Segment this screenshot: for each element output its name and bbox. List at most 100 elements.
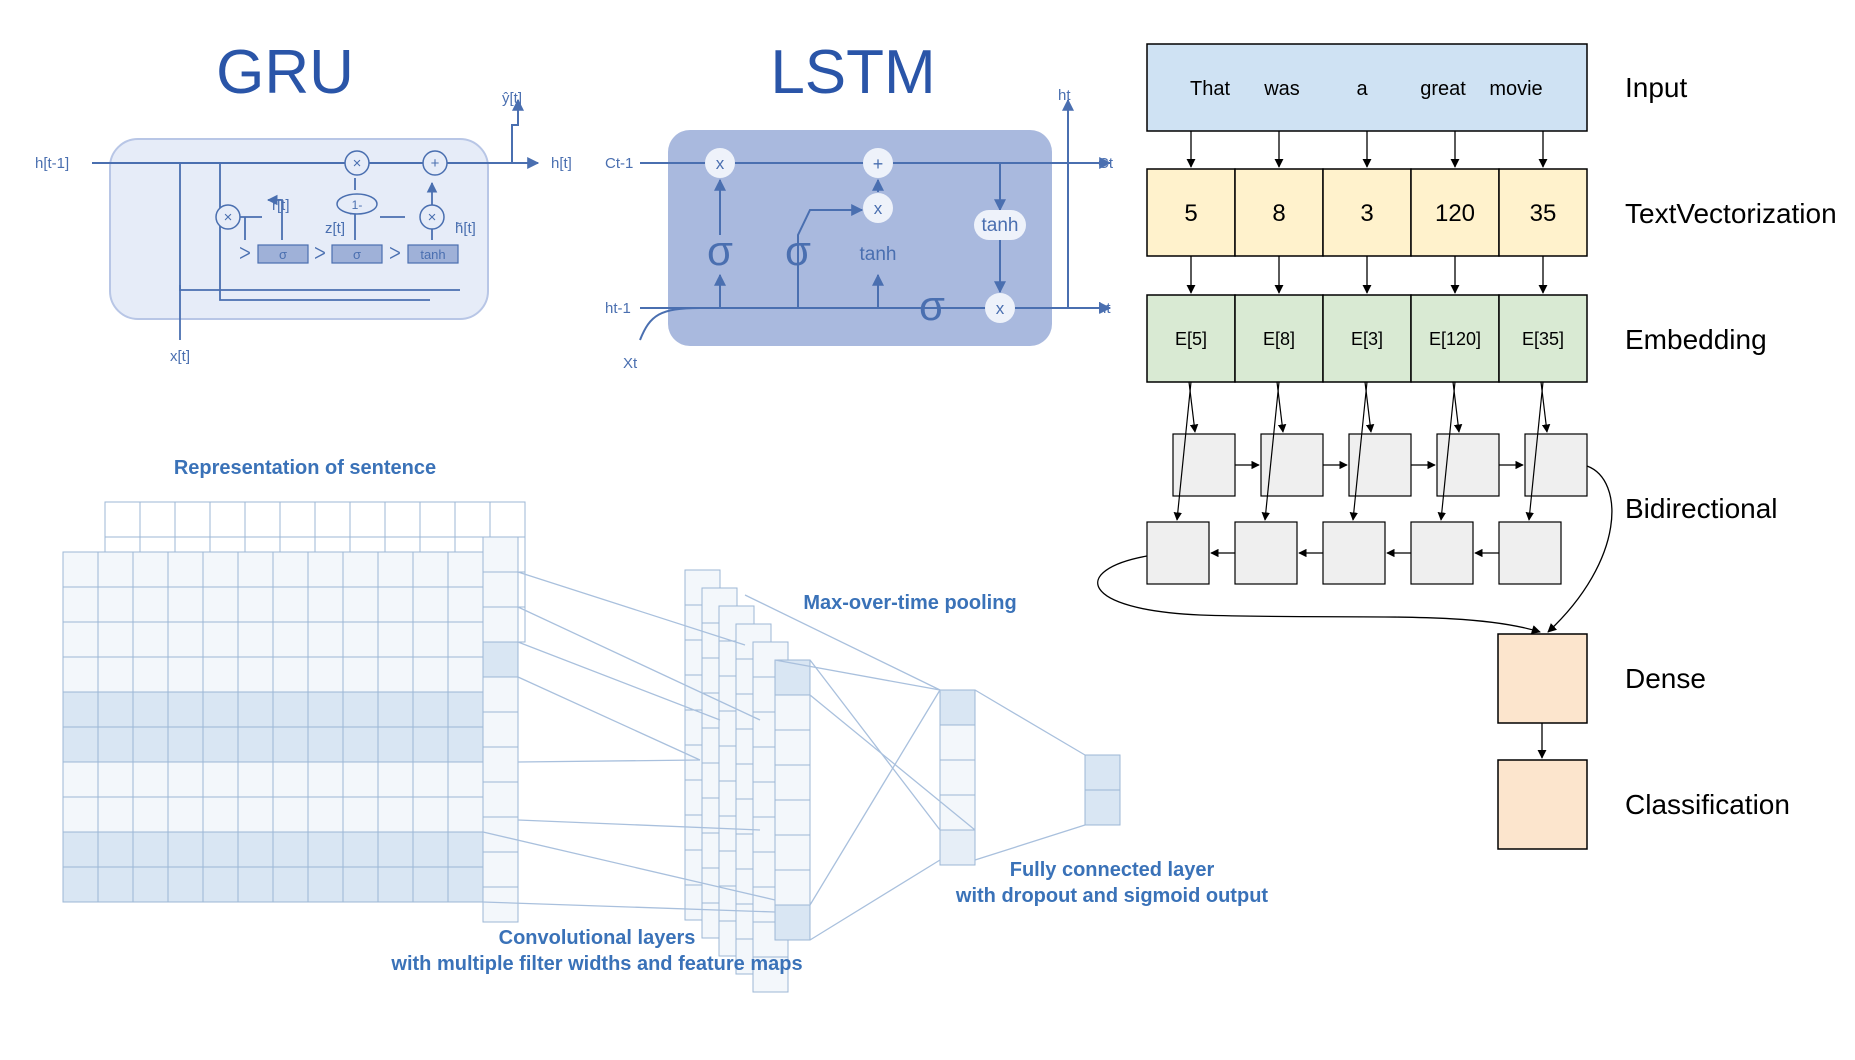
gru-mult-h-sym: × (428, 209, 437, 226)
matrix-cell (307, 586, 344, 623)
feature-map-front-cell (774, 729, 811, 766)
sentence-matrix (62, 501, 1121, 993)
matrix-cell (342, 656, 379, 693)
cnn-connection (974, 824, 1086, 861)
gru-one-minus-node (336, 193, 378, 215)
matrix-cell (132, 621, 169, 658)
matrix-column-cell (482, 886, 519, 923)
matrix-cell (307, 831, 344, 868)
matrix-cell (97, 831, 134, 868)
gru-hcand-label: h̃[t] (455, 220, 476, 237)
gru-h-prev-label: h[t-1] (35, 155, 69, 172)
conv-label-line2: with multiple filter widths and feature … (390, 953, 802, 975)
feature-map-front-cell (774, 694, 811, 731)
matrix-cell (342, 866, 379, 903)
matrix-column-cell (482, 536, 519, 573)
representation-label: Representation of sentence (174, 457, 436, 479)
lstm-diagram: LSTM x + x x tanh σ σ tanh σ Ct-1 Ct ht-… (605, 38, 1114, 372)
pooled-vector-cell (939, 794, 976, 831)
matrix-column-cell (482, 851, 519, 888)
matrix-cell (412, 761, 449, 798)
matrix-cell (412, 621, 449, 658)
matrix-cell (202, 691, 239, 728)
backward-rnn-cell (1146, 521, 1210, 585)
matrix-cell (62, 761, 99, 798)
lstm-mult-output (985, 293, 1015, 323)
lstm-tanh-node-label: tanh (982, 215, 1019, 236)
matrix-cell (447, 796, 484, 833)
forward-rnn-cell (1348, 433, 1412, 497)
matrix-cell (132, 726, 169, 763)
matrix-cell (412, 691, 449, 728)
matrix-cell (237, 691, 274, 728)
matrix-cell (132, 796, 169, 833)
matrix-cell (342, 726, 379, 763)
matrix-cell (377, 831, 414, 868)
matrix-cell (132, 761, 169, 798)
output-cell (1084, 789, 1121, 826)
gru-mult-top (344, 150, 370, 176)
matrix-cell (202, 586, 239, 623)
matrix-cell (97, 761, 134, 798)
matrix-cell (447, 551, 484, 588)
cnn-connection (809, 659, 941, 831)
matrix-cell (377, 621, 414, 658)
cnn-connection (809, 859, 941, 941)
token-id-value: 35 (1530, 200, 1557, 227)
matrix-cell (447, 621, 484, 658)
backward-rnn-cell (1322, 521, 1386, 585)
matrix-cell (202, 866, 239, 903)
forward-rnn-cell (1172, 433, 1236, 497)
matrix-cell (167, 866, 204, 903)
matrix-cell-back (384, 501, 421, 538)
matrix-cell-back (139, 501, 176, 538)
matrix-cell (377, 796, 414, 833)
matrix-cell (342, 796, 379, 833)
fc-label-line2: with dropout and sigmoid output (955, 885, 1268, 907)
layer-label-bidirectional: Bidirectional (1625, 493, 1778, 524)
cnn-connection (482, 831, 776, 901)
matrix-cell (202, 761, 239, 798)
matrix-cell (377, 726, 414, 763)
matrix-cell (447, 586, 484, 623)
matrix-cell (307, 656, 344, 693)
cnn-connection (774, 659, 941, 691)
lstm-h-prev-label: ht-1 (605, 300, 631, 317)
gru-input-bracket-3: ᐳ (389, 246, 401, 263)
lstm-h-top-label: ht (1058, 87, 1071, 104)
pooled-vector-cell (939, 829, 976, 866)
matrix-cell (412, 726, 449, 763)
embedding-cell (1498, 294, 1588, 383)
feature-map-front-cell (774, 869, 811, 906)
cnn-connection (974, 689, 1086, 756)
embedding-value: E[3] (1351, 329, 1383, 349)
lstm-sigma-forget: σ (707, 227, 733, 274)
matrix-column-cell (482, 676, 519, 713)
matrix-cell (237, 761, 274, 798)
embedding-to-backward-arrow (1173, 381, 1192, 521)
matrix-column-cell (482, 641, 519, 678)
layer-label-dense: Dense (1625, 663, 1706, 694)
cnn-connection (517, 606, 761, 721)
cnn-connection (809, 694, 976, 831)
matrix-cell (272, 866, 309, 903)
embedding-to-backward-arrow (1261, 381, 1280, 521)
matrix-cell (97, 866, 134, 903)
feature-map-cell (752, 956, 789, 993)
matrix-cell (272, 656, 309, 693)
dense-box (1497, 633, 1588, 724)
embedding-value: E[35] (1522, 329, 1564, 349)
matrix-cell (307, 761, 344, 798)
lstm-sigma-input: σ (785, 227, 811, 274)
lstm-h-out-label: ht (1098, 300, 1111, 317)
matrix-cell (237, 726, 274, 763)
matrix-cell (342, 621, 379, 658)
embedding-to-backward-arrow (1525, 381, 1544, 521)
gru-sigma-z: σ (353, 247, 361, 262)
gru-title: GRU (216, 38, 354, 107)
matrix-cell (167, 761, 204, 798)
forward-to-dense-arrow (1547, 465, 1613, 633)
matrix-column-cell (482, 746, 519, 783)
matrix-cell (62, 691, 99, 728)
matrix-cell (412, 831, 449, 868)
